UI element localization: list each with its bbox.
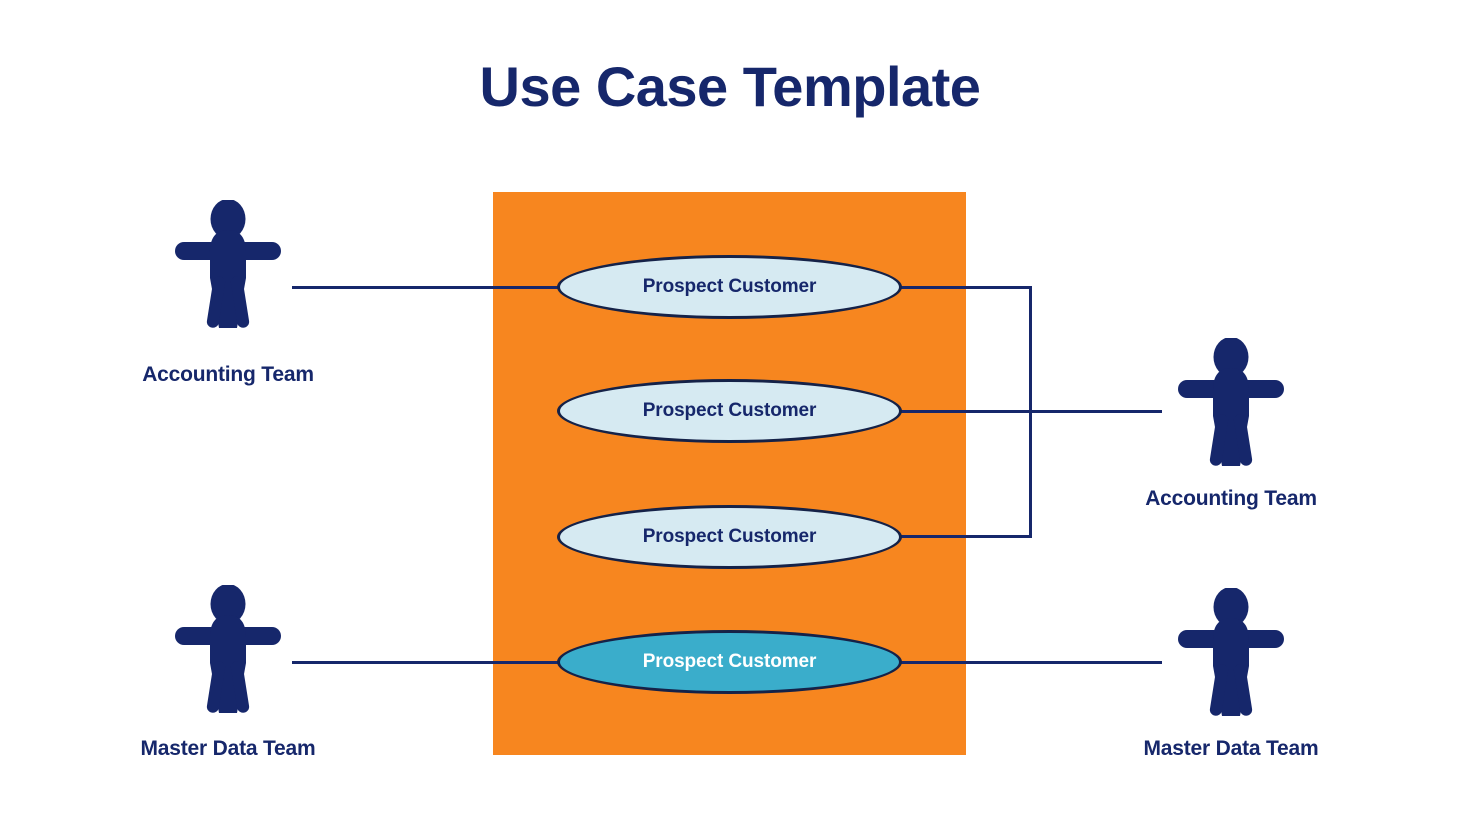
association-line-right-bottom: [898, 661, 1162, 664]
use-case-label: Prospect Customer: [642, 400, 817, 421]
association-line-left-bottom: [292, 661, 562, 664]
actor-person-icon: [1178, 338, 1284, 466]
actor-left-bottom[interactable]: [165, 585, 291, 717]
actor-right-top[interactable]: [1168, 338, 1294, 470]
actor-right-top-label: Accounting Team: [1145, 487, 1317, 510]
association-line-right-top-actor: [898, 410, 1162, 413]
association-line-right-usecase-3: [898, 535, 1032, 538]
use-case-2[interactable]: Prospect Customer: [557, 379, 902, 443]
actor-person-icon: [175, 585, 281, 713]
association-line-left-top: [292, 286, 562, 289]
actor-left-bottom-label: Master Data Team: [140, 737, 316, 760]
use-case-1[interactable]: Prospect Customer: [557, 255, 902, 319]
actor-left-top[interactable]: [165, 200, 291, 332]
use-case-label: Prospect Customer: [642, 276, 817, 297]
page-title: Use Case Template: [479, 55, 981, 118]
actor-right-bottom[interactable]: [1168, 588, 1294, 720]
use-case-4[interactable]: Prospect Customer: [557, 630, 902, 694]
actor-right-bottom-label: Master Data Team: [1143, 737, 1319, 760]
actor-left-top-label: Accounting Team: [142, 363, 314, 386]
association-line-right-usecase-1: [898, 286, 1032, 289]
actor-person-icon: [1178, 588, 1284, 716]
use-case-label: Prospect Customer: [642, 651, 817, 672]
use-case-label: Prospect Customer: [642, 526, 817, 547]
actor-person-icon: [175, 200, 281, 328]
use-case-3[interactable]: Prospect Customer: [557, 505, 902, 569]
